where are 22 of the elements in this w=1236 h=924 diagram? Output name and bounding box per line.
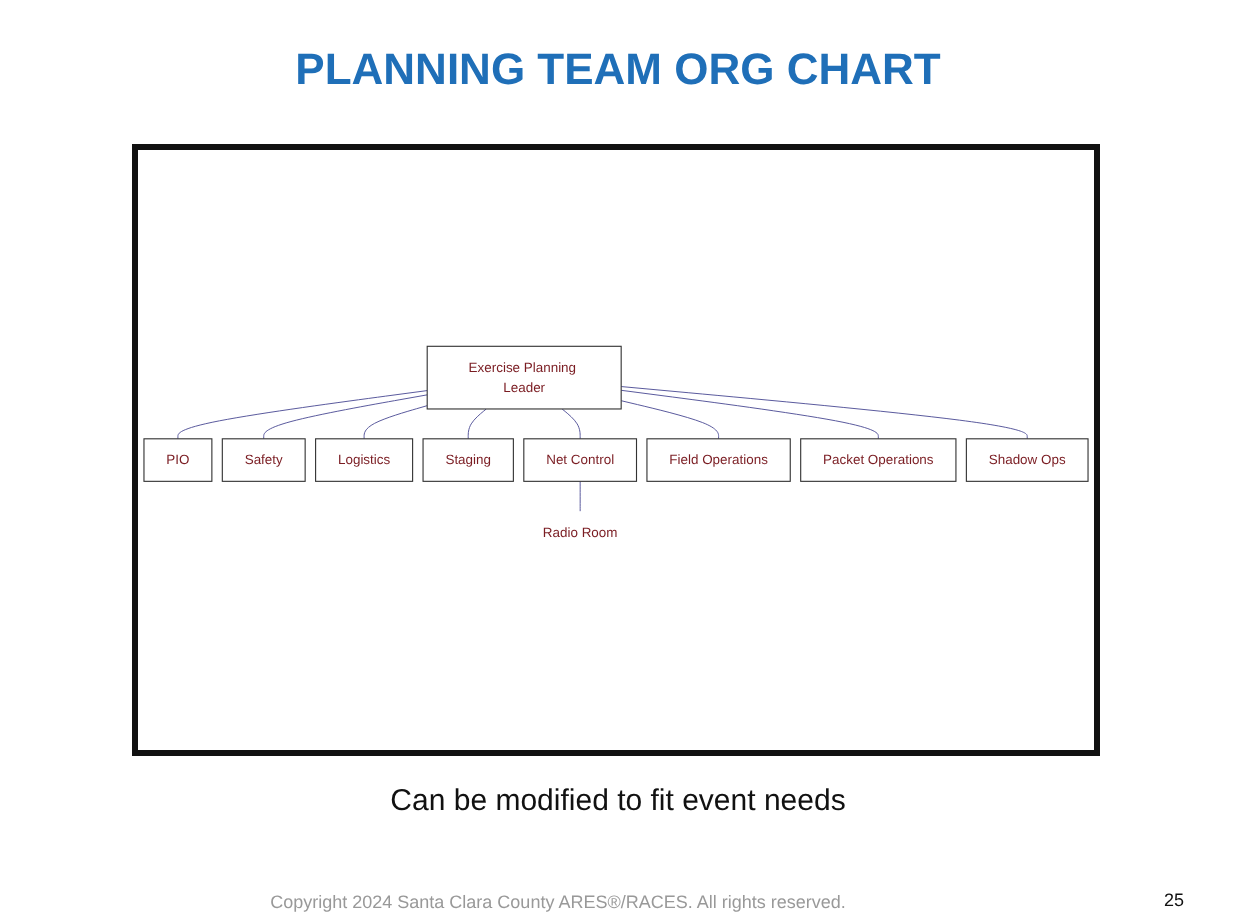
node-box [422, 438, 514, 482]
connector [561, 408, 581, 440]
slide-title: PLANNING TEAM ORG CHART [293, 44, 943, 96]
connector [467, 408, 487, 440]
node-box [426, 345, 622, 410]
connector [363, 405, 428, 440]
page-number: 25 [1163, 890, 1184, 910]
node-box [965, 438, 1089, 482]
node-box [221, 438, 306, 482]
connector [177, 390, 428, 440]
connector [620, 400, 720, 440]
node-box [646, 438, 791, 482]
node-box [523, 438, 638, 482]
node-box [315, 438, 414, 482]
node-box [143, 438, 213, 482]
note-text: Can be modified to fit event needs [388, 784, 848, 818]
connector [620, 389, 879, 440]
connector [263, 394, 428, 440]
connector [620, 386, 1028, 440]
copyright-footer: Copyright 2024 Santa Clara County ARES®/RACES. All rights reserved. [0, 892, 1116, 912]
connector [579, 480, 581, 512]
node-box [800, 438, 957, 482]
